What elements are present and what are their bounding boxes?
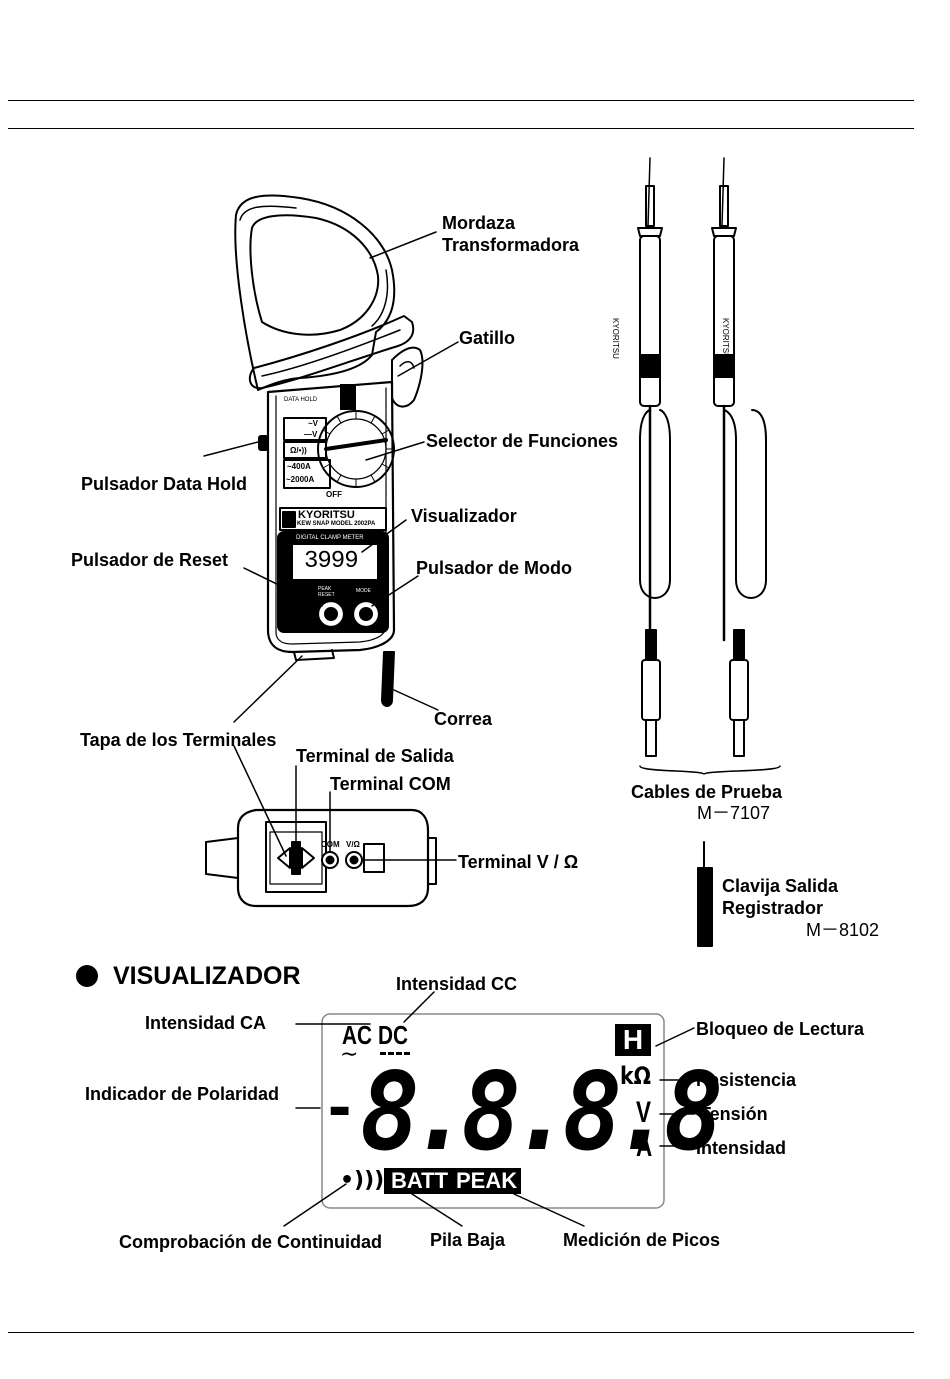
bottom-rule — [8, 1332, 914, 1333]
lcd-dc: DC — [378, 1020, 409, 1050]
lcd-continuity-icon: •))) — [340, 1168, 385, 1193]
meter-data-hold-text: DATA HOLD — [284, 397, 318, 403]
label-com: Terminal COM — [330, 774, 451, 794]
label-bloqueo: Bloqueo de Lectura — [696, 1019, 865, 1039]
label-vohm: Terminal V / Ω — [458, 852, 579, 872]
lcd-dc-dashes-icon — [380, 1052, 410, 1058]
probe-2-brand: KYORITSU — [721, 318, 730, 359]
label-continuidad: Comprobación de Continuidad — [119, 1232, 382, 1252]
meter-range-a1: ~400A — [287, 462, 311, 471]
label-resistencia: Resistencia — [696, 1070, 797, 1090]
meter-range-ohm: Ω/•)) — [290, 446, 307, 455]
terminal-v-text: V/Ω — [346, 840, 360, 849]
label-gatillo: Gatillo — [459, 328, 516, 348]
label-clavija-1: Clavija Salida — [722, 876, 839, 896]
meter-off-text: OFF — [326, 490, 342, 499]
lcd-ac: AC — [342, 1020, 373, 1050]
label-picos: Medición de Picos — [563, 1230, 721, 1250]
lcd-a: A — [636, 1130, 653, 1163]
label-cables-model: M－7107 — [697, 803, 771, 823]
label-reset: Pulsador de Reset — [71, 550, 229, 570]
label-clavija-2: Registrador — [722, 898, 824, 918]
label-intensidad-cc: Intensidad CC — [396, 974, 518, 994]
terminal-com-text: COM — [321, 840, 340, 849]
clamp-meter-illustration — [203, 194, 459, 723]
top-rule-2 — [8, 128, 914, 129]
lcd-kohm: kΩ — [620, 1062, 651, 1090]
label-polaridad: Indicador de Polaridad — [85, 1084, 280, 1104]
lcd-digits: 8.8.8.8 — [360, 1050, 724, 1175]
label-tension: Tensión — [700, 1104, 768, 1124]
section-title: VISUALIZADOR — [113, 962, 301, 990]
label-salida: Terminal de Salida — [296, 746, 454, 766]
label-tapa: Tapa de los Terminales — [80, 730, 277, 750]
meter-range-v1: ~V — [308, 419, 319, 428]
label-data-hold: Pulsador Data Hold — [81, 474, 248, 494]
probe-1-brand: KYORITSU — [611, 318, 620, 359]
lcd-h: H — [615, 1024, 651, 1056]
label-selector: Selector de Funciones — [426, 431, 619, 451]
lcd-ac-tilde-icon: ∼ — [340, 1042, 359, 1067]
label-modo: Pulsador de Modo — [416, 558, 573, 578]
terminal-view-illustration — [205, 745, 457, 908]
label-mordaza-1: Mordaza — [442, 213, 516, 233]
meter-reading: 3999 — [304, 548, 359, 575]
meter-brand: KYORITSU — [298, 509, 355, 521]
top-rule-1 — [8, 100, 914, 101]
label-pila: Pila Baja — [430, 1230, 506, 1250]
lcd-v: V — [636, 1096, 652, 1129]
lcd-display-illustration — [283, 991, 695, 1227]
meter-range-a2: ~2000A — [286, 475, 315, 484]
label-intensidad: Intensidad — [696, 1138, 787, 1158]
label-visualizador: Visualizador — [411, 506, 517, 526]
label-clavija-model: M－8102 — [806, 920, 880, 940]
meter-mode-label: MODE — [356, 588, 371, 594]
meter-peak-reset-label: PEAK RESET — [318, 586, 335, 598]
test-leads-illustration — [637, 157, 781, 947]
lcd-batt: BATT — [384, 1168, 453, 1194]
meter-range-v2: —V — [304, 430, 318, 439]
meter-model: KEW SNAP MODEL 2002PA — [297, 521, 376, 527]
meter-subtitle: DIGITAL CLAMP METER — [296, 535, 364, 541]
label-mordaza-2: Transformadora — [442, 235, 580, 255]
lcd-sign: - — [328, 1066, 352, 1144]
label-intensidad-ca: Intensidad CA — [145, 1013, 267, 1033]
lcd-peak: PEAK — [452, 1168, 522, 1194]
label-cables: Cables de Prueba — [631, 782, 783, 802]
label-correa: Correa — [434, 709, 493, 729]
section-bullet-icon — [76, 965, 98, 987]
